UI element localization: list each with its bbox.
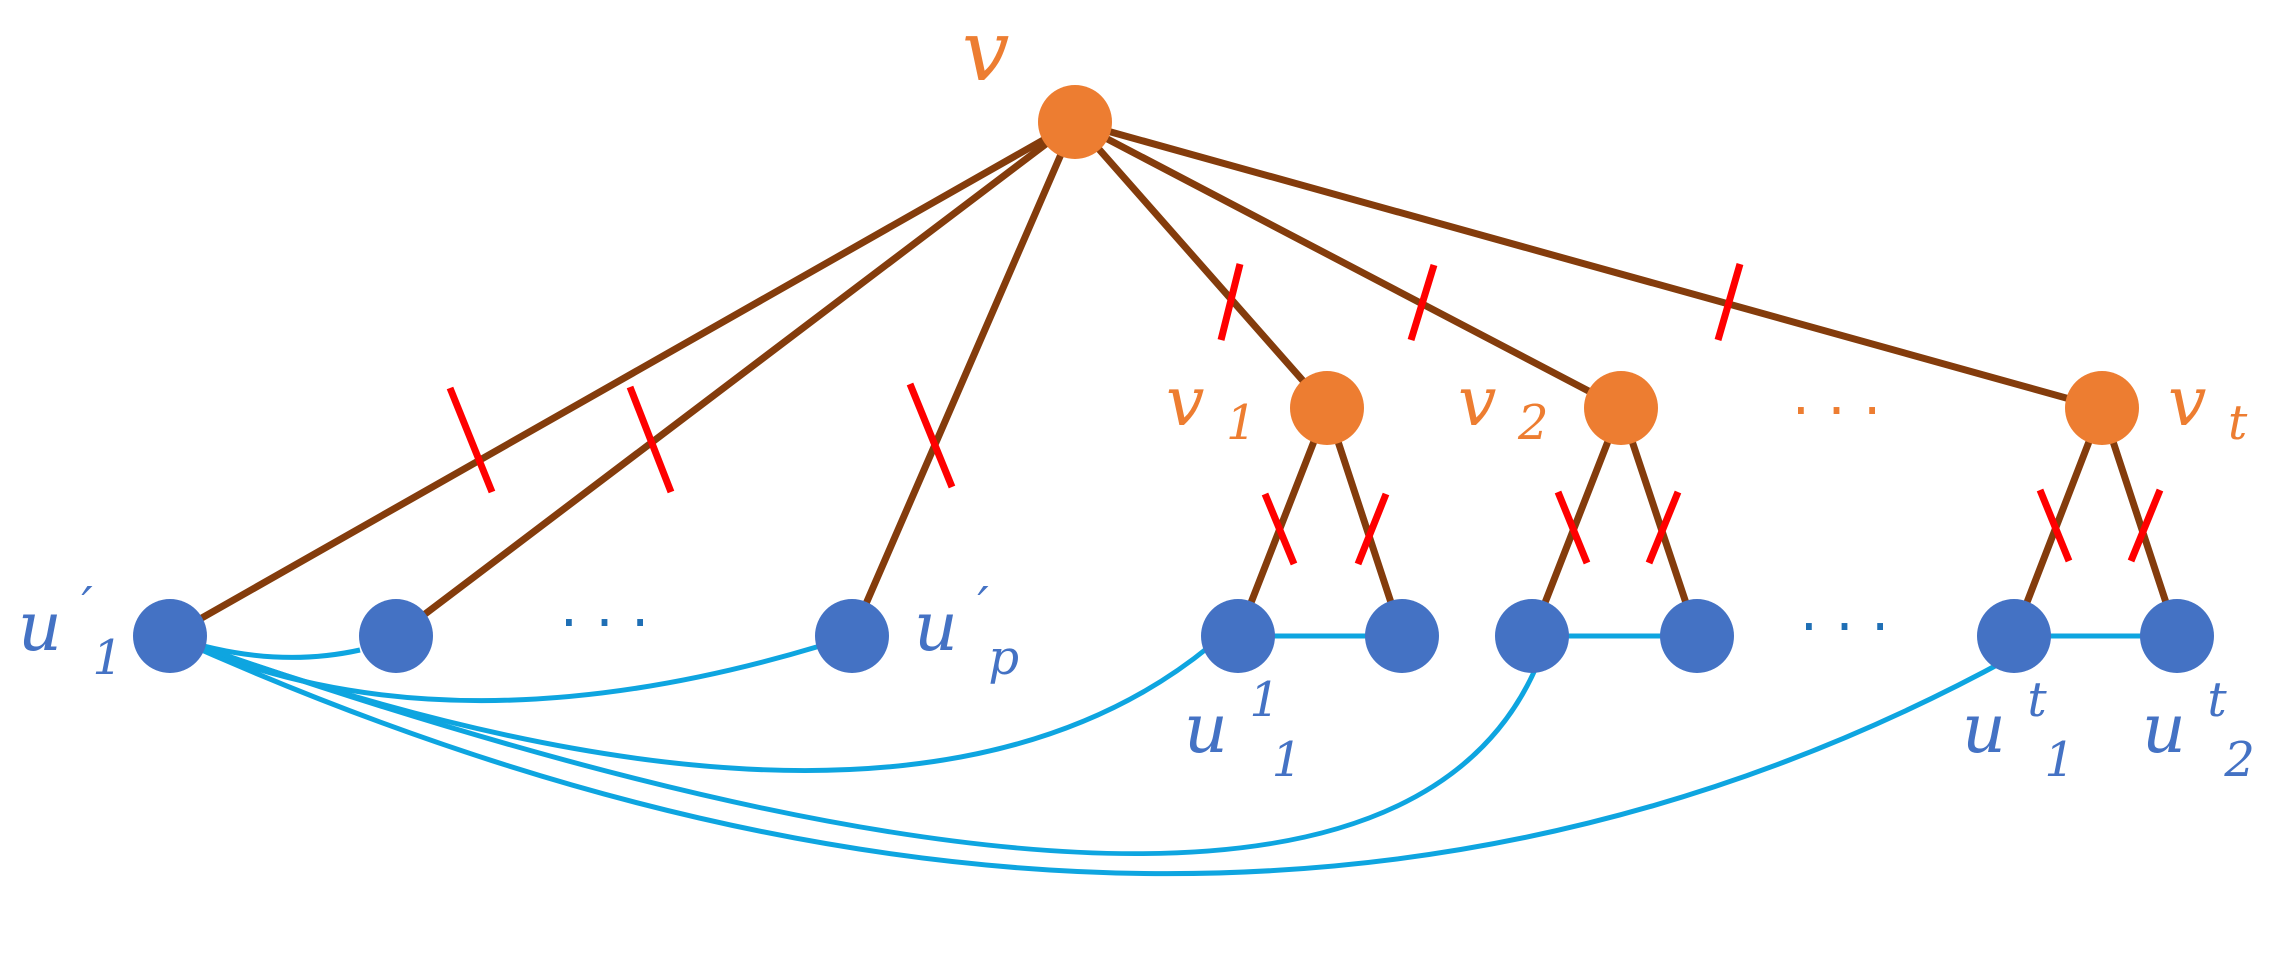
- labels: v v 1 v 2 v t u ′ 1 u ′ p u 1 1: [18, 2, 2255, 788]
- node-u12: [1495, 599, 1569, 673]
- label-sup: ′: [81, 576, 93, 634]
- node-upprime: [815, 599, 889, 673]
- label-vt: v t: [2168, 363, 2248, 451]
- label-base: u: [1184, 690, 1228, 769]
- node-v2: [1584, 371, 1658, 445]
- label-base: u: [914, 588, 958, 667]
- cut-mark: [2036, 488, 2073, 563]
- label-sub: 2: [2223, 732, 2255, 788]
- cut-mark: [446, 386, 496, 494]
- ellipsis-blue-right: · · ·: [1800, 595, 1889, 660]
- node-vt: [2065, 371, 2139, 445]
- edge-v-u1prime: [166, 118, 1079, 640]
- cut-mark: [626, 385, 675, 494]
- label-base: u: [18, 588, 62, 667]
- label-v: v: [962, 2, 1009, 100]
- tree-edges: [166, 118, 2181, 640]
- node-u2prime: [359, 599, 433, 673]
- node-u1t: [1977, 599, 2051, 673]
- cut-mark: [1407, 263, 1438, 342]
- label-u1t: u t 1: [1962, 654, 2075, 788]
- label-u1prime: u ′ 1: [18, 560, 123, 686]
- cut-mark: [1645, 490, 1682, 565]
- edge-u1prime-u12: [169, 633, 1543, 857]
- label-base: v: [1166, 363, 1204, 442]
- ellipsis-blue-left: · · ·: [560, 591, 649, 656]
- cut-mark: [1217, 263, 1244, 341]
- cut-mark: [1261, 492, 1298, 566]
- edge-v-upprime: [848, 118, 1079, 640]
- label-sub: 1: [92, 630, 123, 686]
- edge-v-u2: [392, 118, 1079, 640]
- label-sub: 1: [1226, 395, 1257, 451]
- edge-v-v1: [1071, 118, 1331, 412]
- label-sub: p: [988, 630, 1019, 686]
- label-u11: u 1 1: [1184, 654, 1302, 788]
- label-sup: ′: [977, 576, 989, 634]
- cut-mark: [1354, 492, 1390, 566]
- edge-v1-u11: [1234, 404, 1331, 640]
- cross-edges: [168, 633, 2177, 877]
- edge-v1-u21: [1323, 404, 1406, 640]
- edge-v2-u12: [1528, 404, 1625, 640]
- cut-mark: [906, 382, 956, 489]
- label-u2t: u t 2: [2142, 654, 2255, 788]
- label-base: u: [2142, 690, 2186, 769]
- nodes: [133, 85, 2214, 673]
- cut-marks: [446, 263, 2164, 566]
- node-u1prime: [133, 599, 207, 673]
- label-v2: v 2: [1458, 363, 1549, 451]
- edge-v-v2: [1071, 118, 1625, 412]
- label-sub: 2: [1517, 395, 1549, 451]
- label-base: u: [1962, 690, 2006, 769]
- edge-u1prime-u1t: [168, 633, 2012, 877]
- label-sub: 1: [2044, 732, 2075, 788]
- label-upprime: u ′ p: [914, 560, 1019, 686]
- label-base: v: [962, 2, 1009, 100]
- edge-u1prime-upprime: [168, 633, 821, 704]
- cut-mark: [2127, 488, 2164, 563]
- label-v1: v 1: [1166, 363, 1257, 451]
- label-sup: t: [2027, 672, 2047, 728]
- label-sup: t: [2207, 672, 2227, 728]
- node-u2t: [2140, 599, 2214, 673]
- label-sub: t: [2228, 395, 2248, 451]
- label-base: v: [2168, 363, 2206, 442]
- ellipses: · · · · · · · · ·: [560, 379, 1889, 660]
- label-sup: 1: [1249, 672, 1280, 728]
- node-u11: [1201, 599, 1275, 673]
- node-v1: [1290, 371, 1364, 445]
- edge-vt-u1t: [2010, 404, 2106, 640]
- edge-vt-u2t: [2098, 404, 2181, 640]
- edge-v-vt: [1071, 118, 2106, 412]
- node-u22: [1660, 599, 1734, 673]
- ellipsis-orange: · · ·: [1792, 379, 1881, 444]
- cut-mark: [1714, 263, 1744, 341]
- label-sub: 1: [1272, 732, 1303, 788]
- cut-mark: [1554, 490, 1591, 565]
- node-u21: [1365, 599, 1439, 673]
- node-v: [1038, 85, 1112, 159]
- edge-v2-u22: [1617, 404, 1701, 640]
- label-base: v: [1458, 363, 1496, 442]
